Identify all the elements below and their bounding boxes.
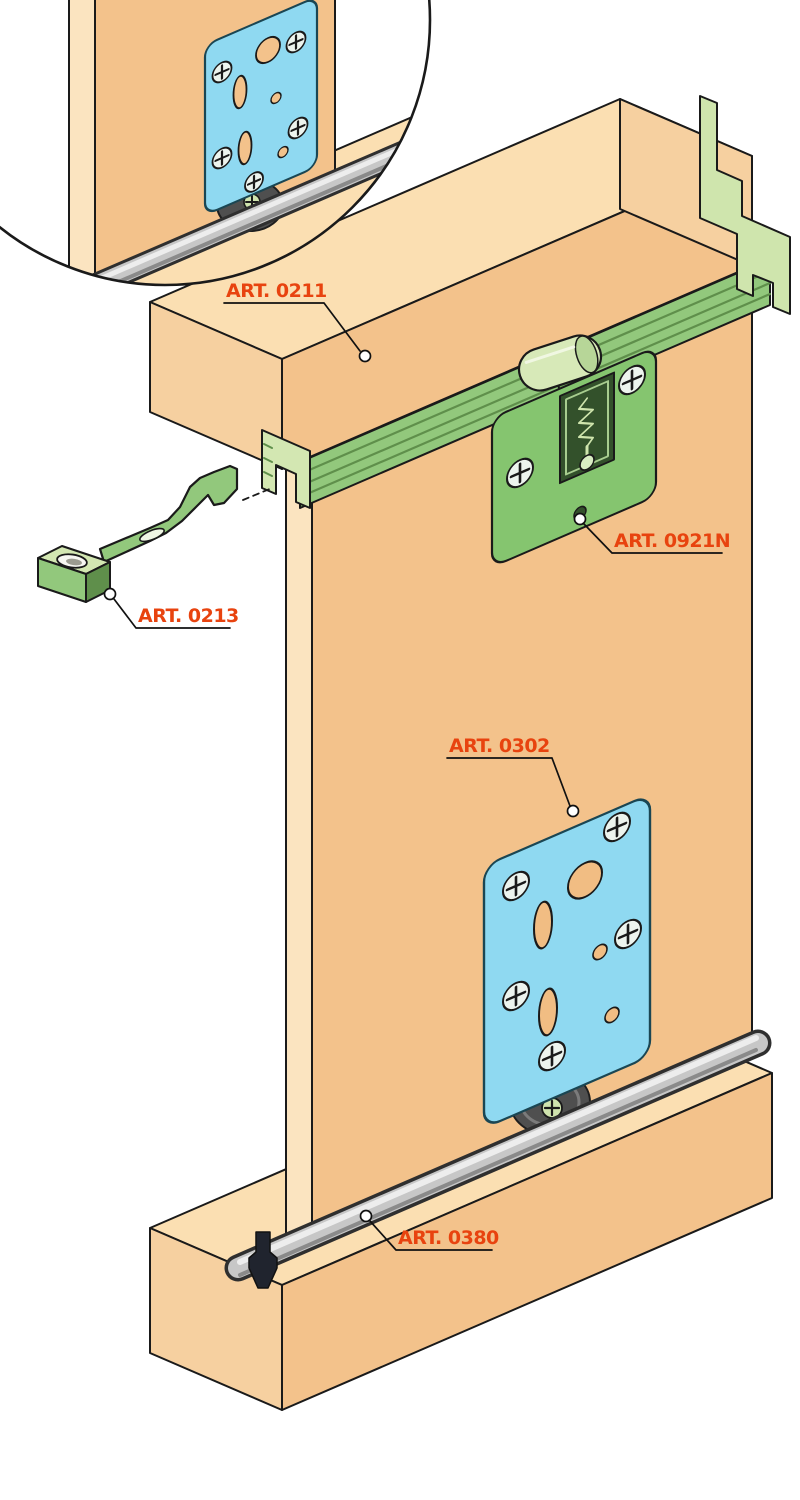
wheel-hub-cross [543, 1099, 561, 1117]
inset-plate-slot [232, 74, 248, 110]
track-right-profile [699, 95, 791, 315]
top-board-end-face [149, 301, 283, 470]
leader-dot [359, 1209, 373, 1223]
track-rib [298, 292, 772, 499]
door-edge-face [285, 466, 313, 1245]
phillips-screw [244, 171, 264, 193]
phillips-screw [285, 30, 307, 54]
hanger-adjust-window [559, 371, 615, 485]
rail-highlight [237, 1035, 759, 1265]
hanger-plate [490, 350, 658, 564]
inset-plate-small-hole [270, 91, 282, 105]
inset-floor-rail [0, 129, 430, 285]
label-art-0302: ART. 0302 [446, 735, 580, 818]
phillips-screw [538, 1040, 566, 1072]
label-text: ART. 0211 [226, 280, 327, 302]
plate-slot [538, 987, 558, 1037]
label-art-0211: ART. 0211 [223, 280, 372, 363]
plate-slot [533, 900, 553, 950]
rail-body [228, 1033, 768, 1278]
label-art-0921n: ART. 0921N [573, 512, 731, 554]
plate-big-hole [567, 860, 603, 900]
floor-guide-clip [248, 1231, 278, 1289]
leader-dot [358, 349, 372, 363]
inset-plate-slot [237, 130, 253, 166]
arm-bar [98, 464, 239, 564]
hanger-adjust-screw-head [579, 453, 595, 471]
label-text: ART. 0213 [138, 605, 239, 627]
arm-slot [139, 527, 165, 543]
track-left-profile-rib [263, 457, 273, 463]
roller-plate [482, 798, 652, 1124]
label-art-0380: ART. 0380 [359, 1209, 500, 1251]
inset-plate-big-hole [255, 35, 281, 65]
leader-line [113, 598, 231, 629]
inset-door-edge-face [68, 0, 96, 285]
inset-plate-small-hole [277, 145, 289, 159]
insertion-dashed-line [242, 487, 273, 501]
label-text: ART. 0921N [614, 530, 730, 552]
plate-small-hole [604, 1006, 620, 1024]
hanger-art-0921n [490, 334, 658, 564]
track-left-profile-rib [263, 471, 273, 477]
phillips-screw [502, 980, 530, 1012]
leader-line [446, 757, 571, 807]
phillips-screw [618, 364, 646, 396]
track-left-profile-rib [263, 443, 273, 449]
label-text: ART. 0380 [398, 1227, 499, 1249]
leader-dot [103, 587, 117, 601]
phillips-screw [506, 457, 534, 489]
floor-rail-art-0380 [224, 1029, 772, 1289]
inset-roller-plate [203, 0, 319, 213]
arm-block-hole-inner [66, 558, 82, 566]
roller-plate-art-0302 [482, 798, 652, 1136]
leader-line [223, 302, 361, 352]
label-art-0213: ART. 0213 [103, 587, 239, 629]
phillips-screw [211, 60, 233, 84]
leader-line [583, 523, 723, 554]
pull-arm-art-0213 [37, 464, 239, 603]
rail-shadow [238, 1048, 758, 1277]
phillips-screw [614, 918, 642, 950]
phillips-screw [211, 146, 233, 170]
label-text: ART. 0302 [449, 735, 550, 757]
leader-dot [566, 804, 580, 818]
hanger-hook-cylinder [517, 334, 603, 392]
inset-circle-outline [0, 0, 432, 287]
phillips-screw [603, 811, 631, 843]
phillips-screw [502, 870, 530, 902]
hanger-spring [578, 397, 594, 448]
plate-small-hole [592, 943, 608, 961]
leader-dot [573, 512, 587, 526]
phillips-screw [287, 116, 309, 140]
leader-line [369, 1220, 493, 1251]
